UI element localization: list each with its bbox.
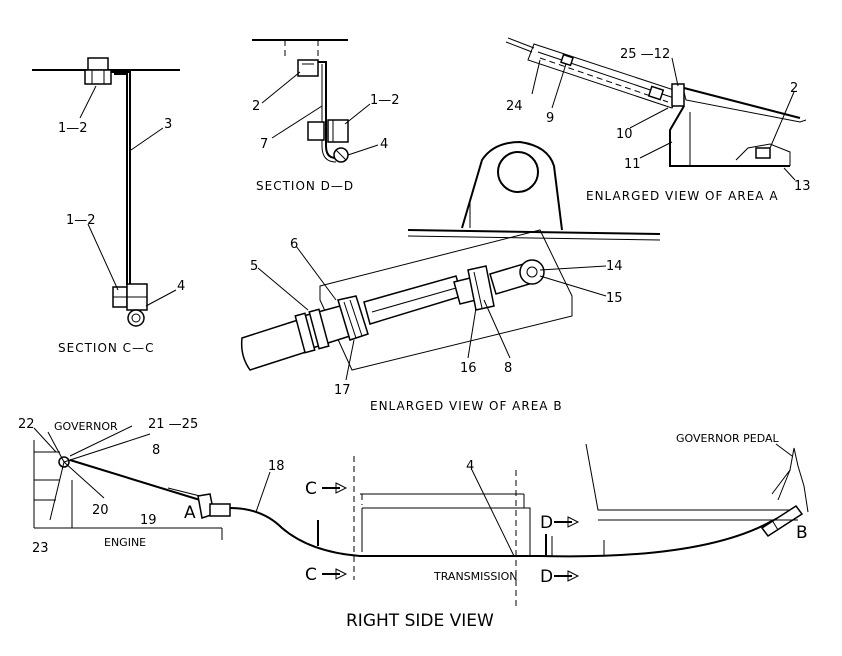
label-a-13: 13 (794, 179, 811, 194)
label-a-2: 2 (790, 81, 798, 96)
label-cc-3: 3 (164, 117, 172, 132)
label-a-24: 24 (506, 99, 523, 114)
label-cc-1-2-bottom: 1—2 (66, 213, 96, 228)
label-a-11: 11 (624, 157, 641, 172)
label-rsv-engine: ENGINE (104, 536, 146, 549)
label-b-17: 17 (334, 383, 351, 398)
label-b-15: 15 (606, 291, 623, 306)
section-cc-drawing (32, 57, 180, 327)
right-side-view-drawing (33, 425, 809, 610)
label-dd-1-2: 1—2 (370, 93, 400, 108)
label-b-5: 5 (250, 259, 258, 274)
label-rsv-21-25: 21 —25 (148, 417, 198, 432)
area-b-title: ENLARGED VIEW OF AREA B (370, 399, 563, 413)
label-rsv-d-top: D (540, 513, 553, 533)
label-rsv-governor-pedal: GOVERNOR PEDAL (676, 432, 780, 445)
label-rsv-19: 19 (140, 513, 157, 528)
label-b-6: 6 (290, 237, 298, 252)
label-rsv-governor: GOVERNOR (54, 420, 118, 433)
area-b-drawing (240, 140, 661, 381)
label-b-8: 8 (504, 361, 512, 376)
label-rsv-4: 4 (466, 459, 474, 474)
label-rsv-8: 8 (152, 443, 160, 458)
label-rsv-c-top: C (305, 479, 317, 499)
area-a-title: ENLARGED VIEW OF AREA A (586, 189, 779, 203)
label-rsv-c-bottom: C (305, 565, 317, 585)
section-dd-drawing (252, 39, 379, 163)
label-cc-1-2-top: 1—2 (58, 121, 88, 136)
label-rsv-a: A (184, 503, 196, 523)
label-rsv-transmission: TRANSMISSION (433, 570, 517, 583)
label-rsv-d-bottom: D (540, 567, 553, 587)
label-dd-2: 2 (252, 99, 260, 114)
label-b-14: 14 (606, 259, 623, 274)
label-rsv-18: 18 (268, 459, 285, 474)
section-cc-title: SECTION C—C (58, 341, 154, 355)
label-cc-4: 4 (177, 279, 185, 294)
label-a-10: 10 (616, 127, 633, 142)
area-a-drawing (505, 37, 807, 181)
section-dd-title: SECTION D—D (256, 179, 354, 193)
label-rsv-20: 20 (92, 503, 109, 518)
label-rsv-23: 23 (32, 541, 49, 556)
label-rsv-b: B (796, 523, 808, 543)
right-side-view-title: RIGHT SIDE VIEW (346, 611, 494, 631)
label-rsv-22: 22 (18, 417, 35, 432)
label-dd-4: 4 (380, 137, 388, 152)
label-b-16: 16 (460, 361, 477, 376)
label-a-9: 9 (546, 111, 554, 126)
label-a-25-12: 25 —12 (620, 47, 670, 62)
label-dd-7: 7 (260, 137, 268, 152)
